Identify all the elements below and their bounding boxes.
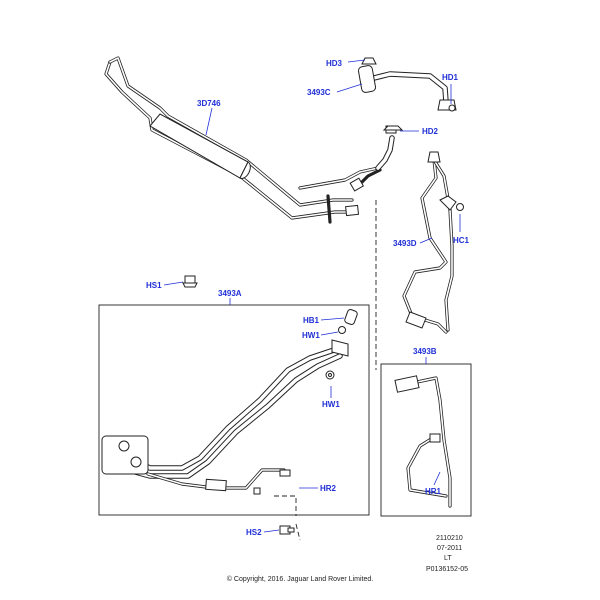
callout-hr2: HR2 (320, 484, 337, 493)
callout-hw1-bottom: HW1 (322, 400, 340, 409)
diagram-code: 2110210 (436, 535, 463, 542)
frame-3493a (98, 304, 370, 516)
diagram-ref: P0136152-05 (426, 566, 468, 573)
dashed-leader-hr2 (274, 495, 297, 516)
callout-3493b: 3493B (413, 347, 437, 356)
hose-3493b (394, 375, 452, 508)
callout-hd1: HD1 (442, 73, 459, 82)
hose-3493c (357, 57, 457, 112)
bolt-hs2 (279, 525, 295, 535)
callout-hs1: HS1 (146, 281, 162, 290)
callout-hb1: HB1 (303, 316, 320, 325)
callout-3493d: 3493D (393, 239, 417, 248)
leader-lines (163, 59, 461, 533)
callout-hd2: HD2 (422, 127, 439, 136)
hose-3493a (101, 339, 349, 495)
bleed-screw-hb1 (338, 309, 358, 334)
copyright-notice: © Copyright, 2016. Jaguar Land Rover Lim… (227, 575, 373, 583)
callout-3d746: 3D746 (197, 99, 221, 108)
hose-hd2-branch (375, 125, 404, 171)
hose-3493d (402, 151, 464, 334)
callout-hs2: HS2 (246, 528, 262, 537)
diagram-market: LT (444, 555, 452, 562)
bolt-hs1 (182, 275, 198, 288)
cooler-tube-3d746 (104, 56, 382, 224)
diagram-date: 07-2011 (437, 545, 462, 552)
dashed-leader-hs2 (295, 523, 301, 541)
callout-3493c: 3493C (307, 88, 331, 97)
callout-hw1-top: HW1 (302, 331, 320, 340)
callout-hc1: HC1 (453, 236, 470, 245)
callout-3493a: 3493A (218, 289, 242, 298)
callout-hd3: HD3 (326, 59, 343, 68)
washer-hw1 (325, 370, 335, 380)
callout-hr1: HR1 (425, 487, 442, 496)
